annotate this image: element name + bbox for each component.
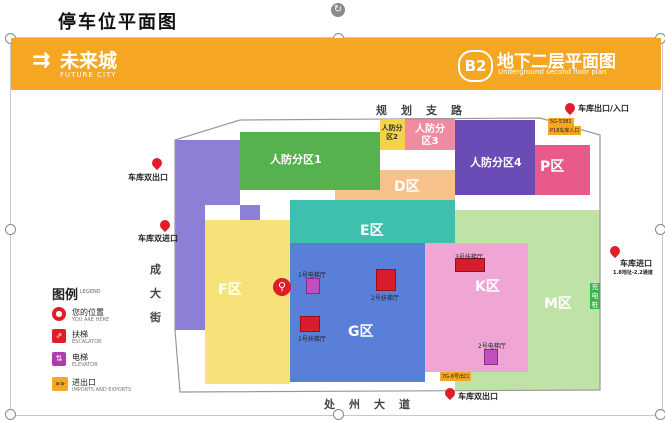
floor-subtitle: Underground second floor plan [498,68,607,76]
page-title: 停车位平面图 [58,12,178,33]
civil-defense-2-area [380,120,405,150]
street-west-char-3: 街 [150,311,161,324]
street-west-char-1: 成 [150,263,161,276]
zone-label-civil-defense-4: 人防分区4 [470,156,522,169]
elevator-2-icon [484,349,498,365]
facility-label-escalator-2: 2号扶梯厅 [371,295,399,302]
legend-title: 图例 [52,288,79,303]
facility-label-elevator-1: 1号电梯厅 [298,272,326,279]
escalator-1-icon [300,316,320,332]
street-west: 成 大 街 [150,258,164,330]
elevator-icon: ⇅ [52,352,66,366]
legend-label-en: IMPORTS AND EXPORTS [72,387,132,393]
brand-mark-icon: ⇉ [32,48,51,73]
zone-label-civil-defense-2: 人防分区2 [381,124,403,141]
resize-handle-middle-left[interactable] [5,224,16,235]
legend-label: 进出口 [72,378,96,387]
escalator-icon: ⇗ [52,329,66,343]
exit-label-east-sub: 1.8地址-2.2通道 [613,270,653,276]
resize-handle-bottom-right[interactable] [655,409,665,420]
zone-label-e: E区 [360,223,384,239]
legend-label-en: ELEVATOR [72,362,98,368]
zone-p-area [535,145,590,195]
chevrons-icon: »» [52,377,68,391]
header-bar [11,38,661,90]
legend-label-en: ESCALATOR [72,339,102,345]
floor-title: 地下二层平面图 [497,52,616,72]
zone-f-area [205,220,290,384]
brand-name: 未来城 [60,50,118,72]
elevator-1-icon [306,278,320,294]
zone-c-area [175,140,260,330]
civil-defense-4-area [455,120,535,195]
legend-label: 扶梯 [72,330,88,339]
location-pin-icon: ● [52,307,66,321]
escalator-3-icon [455,258,485,272]
facility-label-escalator-1: 1号扶梯厅 [298,336,326,343]
facility-label-escalator-3: 3号扶梯厅 [455,254,483,261]
legend-label: 您的位置 [72,308,104,317]
resize-handle-bottom-left[interactable] [5,409,16,420]
exit-label-north: 车库出口/入口 [578,104,629,113]
zone-label-m: M区 [544,296,572,312]
street-west-char-2: 大 [150,287,161,300]
escalator-2-icon [376,269,396,291]
you-are-here-marker-icon: ⚲ [273,278,291,296]
legend-label: 电梯 [72,353,88,362]
zone-label-d: D区 [394,179,420,195]
zone-label-p: P区 [540,159,565,175]
zone-label-civil-defense-1: 人防分区1 [270,153,322,166]
exit-label-south: 车库双出口 [458,392,498,401]
resize-handle-middle-right[interactable] [655,224,665,235]
zone-label-f: F区 [218,282,242,298]
exit-label-west-lower: 车库双进口 [138,234,178,243]
rotate-handle-icon[interactable]: ↻ [331,3,345,17]
zone-k-area [425,243,528,372]
civil-defense-1-area [240,132,380,190]
street-south: 处州大道 [324,398,424,411]
zone-e-area [290,200,455,243]
civil-defense-3-area [405,118,455,150]
street-north: 规划支路 [376,104,476,117]
zone-label-c: C区 [214,207,239,223]
sign-south: 7G-6号出口 [440,372,472,381]
building-outline [174,117,601,393]
exit-label-west-upper: 车库双出口 [128,173,168,182]
legend-label-en: YOU ARE HERE [72,317,110,323]
legend-title-en: LEGEND [80,289,101,295]
zone-g-area [290,243,425,382]
sign-east-green: 充电桩 [590,283,600,309]
brand-tagline: FUTURE CITY [60,71,117,79]
zone-label-g: G区 [348,324,374,340]
sign-north-top: 5G-5381 [548,118,574,126]
facility-label-elevator-2: 2号电梯厅 [478,343,506,350]
zone-label-civil-defense-3: 人防分区3 [415,124,445,147]
zone-label-k: K区 [475,279,500,295]
exit-label-east: 车库进口 [620,259,652,268]
floor-badge: B2 [458,50,493,82]
sign-north-bottom: P18车库入口 [548,126,582,135]
resize-handle-bottom-middle[interactable] [333,409,344,420]
